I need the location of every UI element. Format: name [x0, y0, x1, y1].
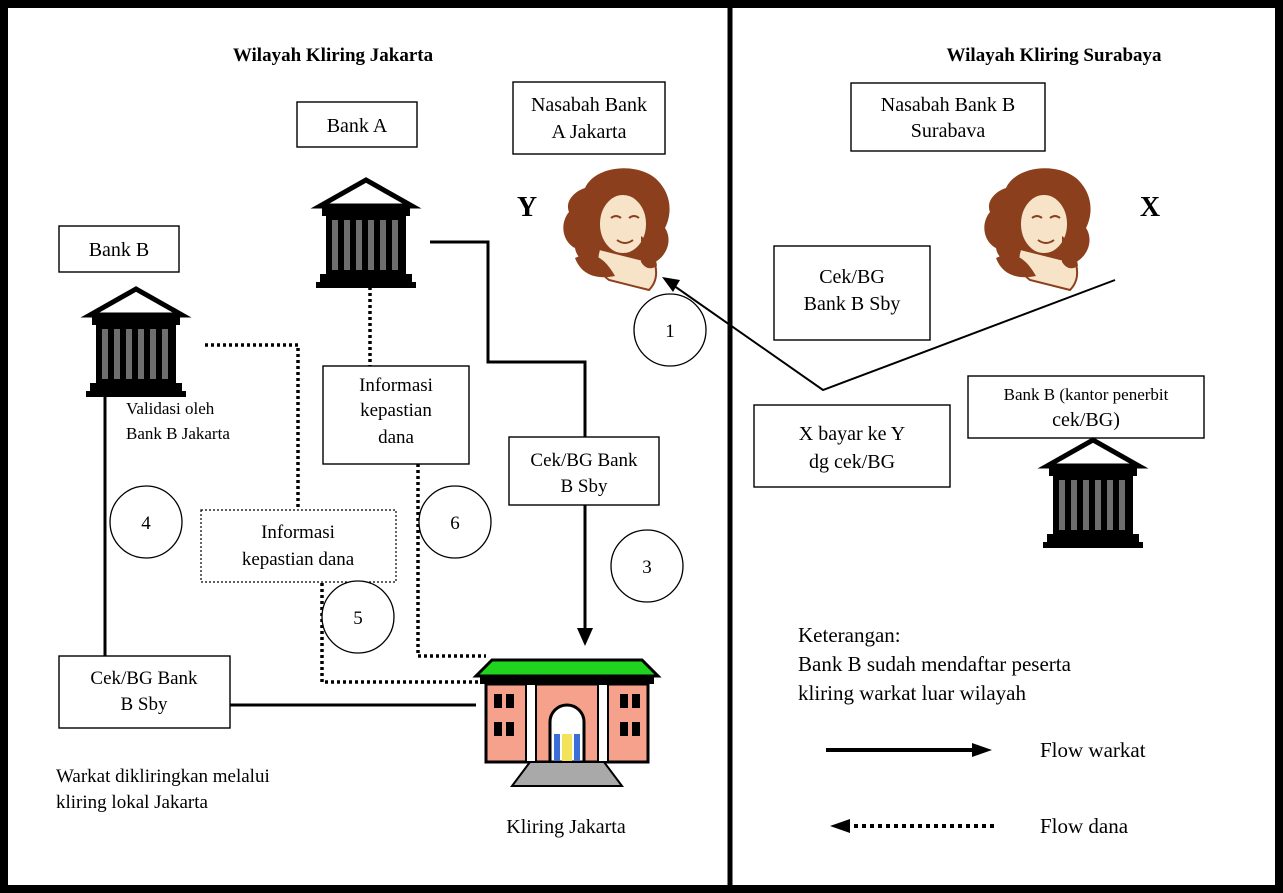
legend-solid-arrowhead	[972, 743, 992, 757]
step-4-circle: 4	[109, 485, 183, 559]
svg-text:X bayar ke Y: X bayar ke Y	[799, 423, 905, 445]
arrowhead-kliring	[577, 628, 593, 646]
customer-x-label: X	[1140, 192, 1160, 223]
arrowhead-y	[662, 277, 680, 292]
nasabah-a-box: Nasabah Bank A Jakarta	[512, 81, 666, 155]
svg-text:4: 4	[141, 513, 151, 534]
dana-bank-b-to-info	[205, 343, 300, 510]
step-3-circle: 3	[610, 529, 684, 603]
svg-text:Surabava: Surabava	[911, 120, 986, 142]
x-bayar-box: X bayar ke Y dg cek/BG	[753, 404, 951, 488]
info-kepastian-dotted-box: Informasi kepastian dana	[200, 509, 397, 583]
svg-text:3: 3	[642, 557, 652, 578]
dana-info-to-kliring	[416, 464, 486, 658]
svg-text:Bank B (kantor penerbit: Bank B (kantor penerbit	[1004, 385, 1169, 404]
nasabah-b-box: Nasabah Bank B Surabava	[850, 82, 1046, 152]
svg-text:1: 1	[665, 321, 675, 342]
surabaya-region-title: Wilayah Kliring Surabaya	[946, 45, 1162, 66]
svg-text:B Sby: B Sby	[561, 476, 608, 497]
svg-text:Informasi: Informasi	[261, 522, 335, 543]
svg-text:Nasabah Bank: Nasabah Bank	[531, 94, 647, 116]
validasi-label-line2: Bank B Jakarta	[126, 424, 230, 443]
svg-text:Bank B: Bank B	[89, 239, 150, 261]
cek-bg-mid-box: Cek/BG Bank B Sby	[508, 436, 660, 506]
svg-text:dg cek/BG: dg cek/BG	[809, 451, 895, 473]
legend-flow-dana-label: Flow dana	[1040, 814, 1129, 838]
bank-b-jakarta-building-icon	[86, 289, 186, 397]
nasabah-y-woman-on-phone-icon	[562, 167, 671, 291]
step-6-circle: 6	[418, 485, 492, 559]
validasi-label-line1: Validasi oleh	[126, 399, 215, 418]
step-5-circle: 5	[321, 580, 395, 654]
flow-x-to-y	[669, 279, 1116, 392]
svg-text:Informasi: Informasi	[359, 375, 433, 396]
svg-text:cek/BG): cek/BG)	[1052, 409, 1120, 431]
svg-text:kepastian dana: kepastian dana	[242, 549, 355, 570]
bank-b-label-box: Bank B	[58, 225, 180, 273]
cek-bg-right-box: Cek/BG Bank B Sby	[773, 245, 931, 341]
legend-heading: Keterangan:	[798, 623, 901, 647]
legend-dotted-arrowhead	[830, 819, 850, 833]
jakarta-region-title: Wilayah Kliring Jakarta	[233, 45, 434, 66]
svg-text:dana: dana	[378, 427, 414, 448]
warkat-note-line2: kliring lokal Jakarta	[56, 792, 209, 813]
svg-text:Cek/BG Bank: Cek/BG Bank	[90, 668, 198, 689]
svg-text:B Sby: B Sby	[121, 694, 168, 715]
svg-text:A Jakarta: A Jakarta	[552, 121, 627, 143]
bank-b-surabaya-building-icon	[1043, 440, 1143, 548]
legend-note-line1: Bank B sudah mendaftar peserta	[798, 652, 1072, 676]
step-1-circle: 1	[633, 293, 707, 367]
svg-text:kepastian: kepastian	[360, 400, 432, 421]
legend-note-line2: kliring warkat luar wilayah	[798, 681, 1027, 705]
bank-b-penerbit-box: Bank B (kantor penerbit cek/BG)	[967, 375, 1205, 439]
cek-bg-left-box: Cek/BG Bank B Sby	[58, 655, 231, 729]
bank-a-label-box: Bank A	[296, 101, 418, 148]
svg-text:5: 5	[353, 608, 363, 629]
bank-a-building-icon	[316, 180, 416, 288]
svg-text:Bank A: Bank A	[327, 115, 388, 137]
legend-flow-warkat-label: Flow warkat	[1040, 738, 1146, 762]
svg-text:Nasabah Bank B: Nasabah Bank B	[881, 94, 1015, 116]
nasabah-x-woman-on-phone-icon	[983, 167, 1092, 291]
info-kepastian-top-box: Informasi kepastian dana	[322, 365, 470, 465]
svg-text:Bank B Sby: Bank B Sby	[804, 293, 901, 315]
warkat-note-line1: Warkat dikliringkan melalui	[56, 766, 270, 787]
svg-text:Cek/BG: Cek/BG	[819, 266, 885, 288]
clearing-house-building-icon	[472, 658, 662, 787]
customer-y-label: Y	[517, 192, 537, 223]
svg-text:6: 6	[450, 513, 460, 534]
svg-text:Cek/BG Bank: Cek/BG Bank	[530, 450, 638, 471]
kliring-jakarta-label: Kliring Jakarta	[506, 816, 626, 838]
